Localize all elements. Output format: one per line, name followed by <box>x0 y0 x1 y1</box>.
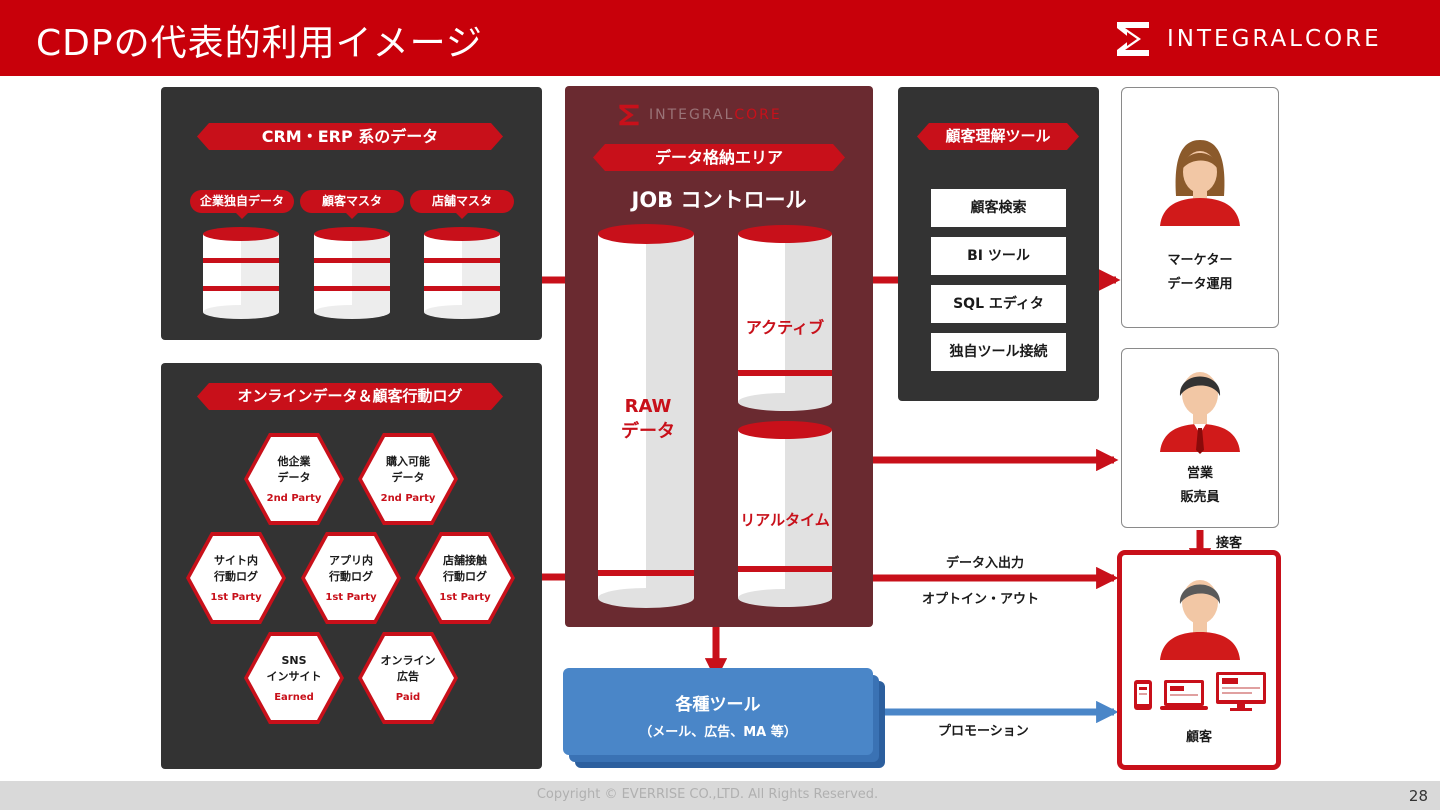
marketer-person-icon <box>1160 140 1240 226</box>
header-logo: INTEGRALCORE <box>1113 18 1423 60</box>
store-logo: INTEGRALCORE <box>617 102 837 128</box>
devices-icon <box>1134 672 1266 711</box>
marketer-label: マーケターデータ運用 <box>1167 253 1233 292</box>
store-logo-text-2: CORE <box>734 107 782 123</box>
promotion-label: プロモーション <box>938 724 1029 739</box>
opt-in-out-label: オプトイン・アウト <box>922 592 1040 607</box>
tool-sql-editor[interactable]: SQL エディタ <box>931 285 1066 323</box>
various-tools-subtitle: （メール、広告、MA 等） <box>639 725 797 740</box>
database-icon-store <box>424 227 500 319</box>
various-tools-title: 各種ツール <box>675 695 761 715</box>
active-label: アクティブ <box>745 318 825 337</box>
data-store-title: データ格納エリア <box>593 144 845 171</box>
customer-label: 顧客 <box>1185 730 1212 745</box>
store-logo-text-1: INTEGRAL <box>649 107 735 123</box>
realtime-label: リアルタイム <box>740 511 830 529</box>
footer-bar <box>0 781 1440 810</box>
integralcore-logo-icon-small <box>619 104 639 126</box>
active-cylinder <box>738 225 832 411</box>
database-icon-company <box>203 227 279 319</box>
pill-store-master: 店舗マスタ <box>410 190 514 219</box>
tool-customer-search[interactable]: 顧客検索 <box>931 189 1066 227</box>
page-title: CDPの代表的利用イメージ <box>36 23 483 64</box>
sales-label: 営業販売員 <box>1180 466 1220 505</box>
pill-company-data: 企業独自データ <box>190 190 294 219</box>
realtime-cylinder <box>738 421 832 607</box>
database-icon-customer <box>314 227 390 319</box>
tool-bi[interactable]: BI ツール <box>931 237 1066 275</box>
copyright: Copyright © EVERRISE CO.,LTD. All Rights… <box>536 787 879 802</box>
raw-data-cylinder <box>598 224 694 608</box>
crm-erp-title: CRM・ERP 系のデータ <box>197 123 503 150</box>
online-data-title: オンラインデータ＆顧客行動ログ <box>197 383 503 410</box>
pill-customer-master: 顧客マスタ <box>300 190 404 219</box>
sales-person-icon <box>1160 372 1240 454</box>
data-io-label: データ入出力 <box>946 556 1025 571</box>
logo-text: INTEGRALCORE <box>1167 26 1382 52</box>
job-control-label: JOB コントロール <box>631 188 807 212</box>
various-tools-card: 各種ツール （メール、広告、MA 等） <box>563 668 873 755</box>
service-label: 接客 <box>1216 536 1243 551</box>
header-bar <box>0 0 1440 76</box>
tool-custom-connect[interactable]: 独自ツール接続 <box>931 333 1066 371</box>
customer-tools-title: 顧客理解ツール <box>917 123 1079 150</box>
page-number: 28 <box>1408 787 1428 805</box>
integralcore-logo-icon <box>1117 22 1149 56</box>
customer-person-icon <box>1160 580 1240 660</box>
